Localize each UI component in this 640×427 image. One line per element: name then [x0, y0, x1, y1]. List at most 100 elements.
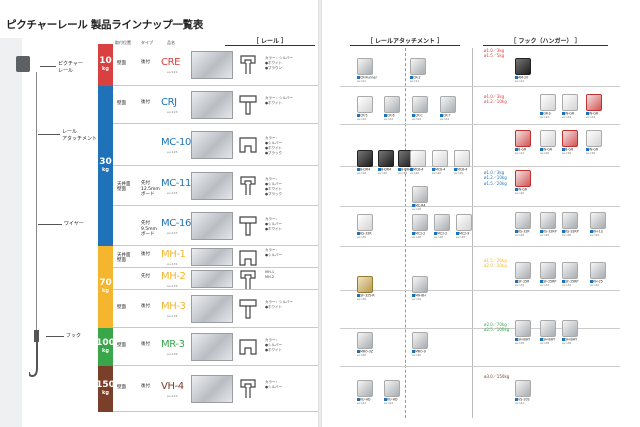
series-swatch — [562, 230, 565, 233]
hook-illustration — [29, 330, 39, 378]
callout-line — [38, 224, 62, 225]
model-name: CRJ — [161, 97, 177, 108]
header-name: 品名 — [167, 40, 175, 45]
install-position: 壁面 — [117, 385, 126, 390]
row-divider — [340, 246, 620, 247]
series-swatch — [412, 204, 415, 207]
model-name: MR-3 — [161, 339, 185, 350]
rail-photo — [191, 295, 233, 323]
rail-profile — [238, 54, 258, 76]
page-ref: eu:126 — [432, 171, 442, 175]
callout-line — [38, 134, 60, 135]
product-photo — [410, 150, 426, 167]
model-name: MH-2 — [161, 271, 186, 282]
series-swatch — [440, 114, 443, 117]
install-type: 後付 — [141, 60, 150, 65]
product-code: W-GR — [586, 111, 602, 116]
product-code: SH-BHY — [515, 337, 531, 342]
color-option: カラー： — [265, 338, 279, 342]
install-position: 壁面 — [117, 61, 126, 66]
rail-profile — [238, 215, 258, 237]
color-option: カラー： — [265, 136, 279, 140]
color-option: ●ホワイト — [265, 348, 283, 353]
page-ref: eu:121 — [167, 70, 178, 74]
page-ref: eu:124 — [384, 117, 394, 121]
product-photo — [412, 96, 428, 113]
page-ref: eu:124 — [562, 115, 572, 119]
color-option: カラー： — [265, 177, 279, 181]
product-code: W-GR — [586, 147, 602, 152]
page-ref: eu:138 — [540, 341, 550, 345]
product-photo — [440, 96, 456, 113]
product-photo — [357, 58, 373, 75]
page-ref: eu:135 — [167, 314, 178, 318]
page-ref: eu:131 — [167, 262, 178, 266]
product-code: B-DR4 — [378, 167, 394, 172]
page-ref: eu:139 — [167, 352, 178, 356]
page-ref: eu:121 — [410, 79, 420, 83]
page-ref: eu:126 — [515, 191, 525, 195]
color-option: MH-2 — [265, 275, 275, 280]
book-gutter — [318, 0, 322, 427]
install-type: 後付 — [141, 304, 150, 309]
product-photo — [562, 320, 578, 337]
product-photo — [412, 276, 428, 293]
page-ref: eu:142 — [515, 401, 525, 405]
product-code: KU-HD — [357, 397, 373, 402]
product-code: W-GR — [540, 147, 556, 152]
product-photo — [540, 130, 556, 147]
row-divider — [340, 328, 620, 329]
page-ref: eu:134 — [590, 283, 600, 287]
product-photo — [515, 320, 531, 337]
page-ref: eu:128 — [540, 233, 550, 237]
series-swatch — [586, 148, 589, 151]
rail-photo — [191, 333, 233, 361]
product-code: SF-25RP — [540, 279, 556, 284]
install-type: 先付 — [141, 181, 150, 186]
color-options: カラー：●シルバー — [265, 248, 282, 258]
page-ref: eu:126 — [454, 171, 464, 175]
series-swatch — [384, 398, 387, 401]
series-swatch — [562, 338, 565, 341]
series-swatch — [357, 76, 360, 79]
product-code: CR-5 — [357, 113, 373, 118]
wall-illustration — [0, 38, 22, 427]
model-name: MH-3 — [161, 301, 186, 312]
product-code: B-DR4 — [357, 167, 373, 172]
callout-picture-rail: ピクチャー レール — [58, 61, 83, 74]
series-swatch — [384, 114, 387, 117]
load-line: ø1.5／5kg — [484, 53, 505, 59]
row-divider — [340, 366, 620, 367]
product-code: MRO-9 — [412, 349, 428, 354]
series-swatch — [412, 350, 415, 353]
color-option: ●ホワイト — [265, 146, 283, 151]
capacity-value: 30 — [99, 157, 112, 168]
page-ref: eu:138 — [515, 341, 525, 345]
page-ref: eu:126 — [540, 151, 550, 155]
product-photo — [515, 380, 531, 397]
capacity-unit: kg — [102, 167, 109, 174]
product-photo — [515, 212, 531, 229]
install-type: 後付 — [141, 100, 150, 105]
product-code: SH-BHY — [562, 337, 578, 342]
color-option: ●ブラウン — [265, 66, 283, 71]
series-swatch — [540, 148, 543, 151]
model-name: MC-11 — [161, 178, 191, 189]
product-code: CR-Runner — [357, 75, 377, 80]
product-photo — [562, 212, 578, 229]
product-photo — [562, 262, 578, 279]
